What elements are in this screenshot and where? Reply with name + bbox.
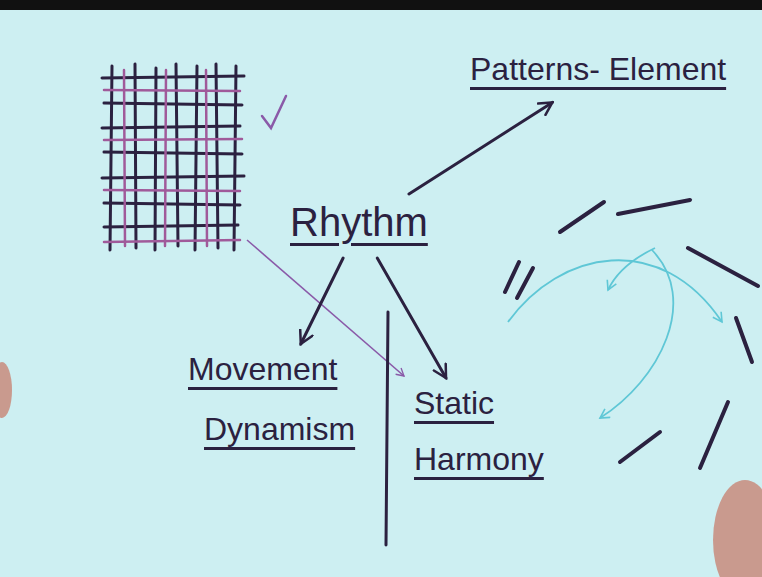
text-node: MovementDynamism	[188, 350, 355, 457]
divider-line	[386, 312, 388, 545]
flow-curves	[508, 248, 722, 418]
handwritten-word: Dynamism	[204, 411, 355, 447]
grid-pattern	[102, 64, 244, 250]
text-node: StaticHarmony	[414, 384, 544, 487]
text-block: Harmony	[414, 440, 544, 486]
board-edge	[0, 0, 762, 10]
arrow-connector	[409, 102, 552, 194]
handwritten-word: Harmony	[414, 441, 544, 477]
hand	[713, 480, 762, 577]
check-mark	[262, 96, 286, 128]
text-node: Patterns- Element	[470, 50, 726, 96]
text-block: Static	[414, 384, 544, 430]
handwritten-word: Movement	[188, 351, 337, 387]
text-node: Rhythm	[290, 198, 428, 254]
text-block: Movement	[188, 350, 355, 396]
arrow-connector	[377, 258, 446, 378]
handwritten-word: Patterns- Element	[470, 51, 726, 87]
text-block: Patterns- Element	[470, 50, 726, 96]
handwritten-word: Static	[414, 385, 494, 421]
pattern-strokes	[505, 200, 758, 468]
arrow-connector	[301, 258, 343, 344]
hand	[0, 362, 12, 418]
handwritten-word: Rhythm	[290, 200, 428, 244]
text-block: Rhythm	[290, 198, 428, 254]
text-block: Dynamism	[188, 410, 355, 456]
